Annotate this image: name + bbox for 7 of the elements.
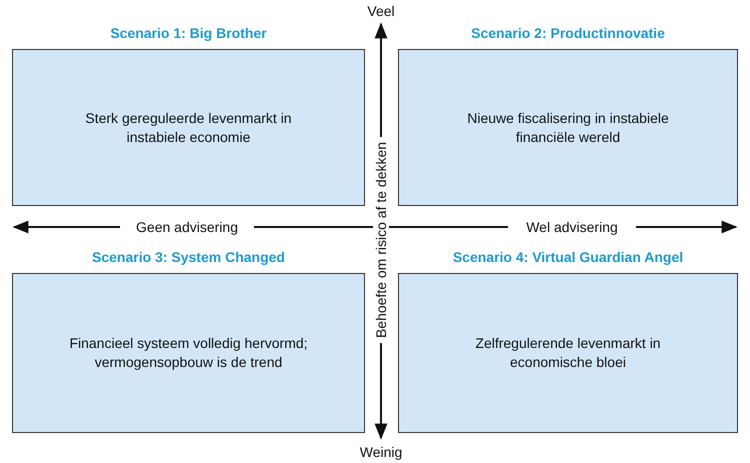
scenario-description: Sterk gereguleerde levenmarkt in instabiele economie	[84, 108, 293, 146]
scenario-heading: Scenario 2: Productinnovatie	[470, 25, 666, 41]
scenario-description: Nieuwe fiscalisering in instabiele financiële wereld	[466, 108, 670, 146]
scenario-heading: Scenario 1: Big Brother	[109, 25, 268, 41]
scenario-description: Financieel systeem volledig hervormd; vermogensopbouw is de trend	[68, 334, 309, 372]
axis-title: Behoefte om risico af te dekken	[373, 136, 389, 344]
scenario-description: Zelfregulerende levenmarkt in economische bloei	[474, 334, 662, 372]
